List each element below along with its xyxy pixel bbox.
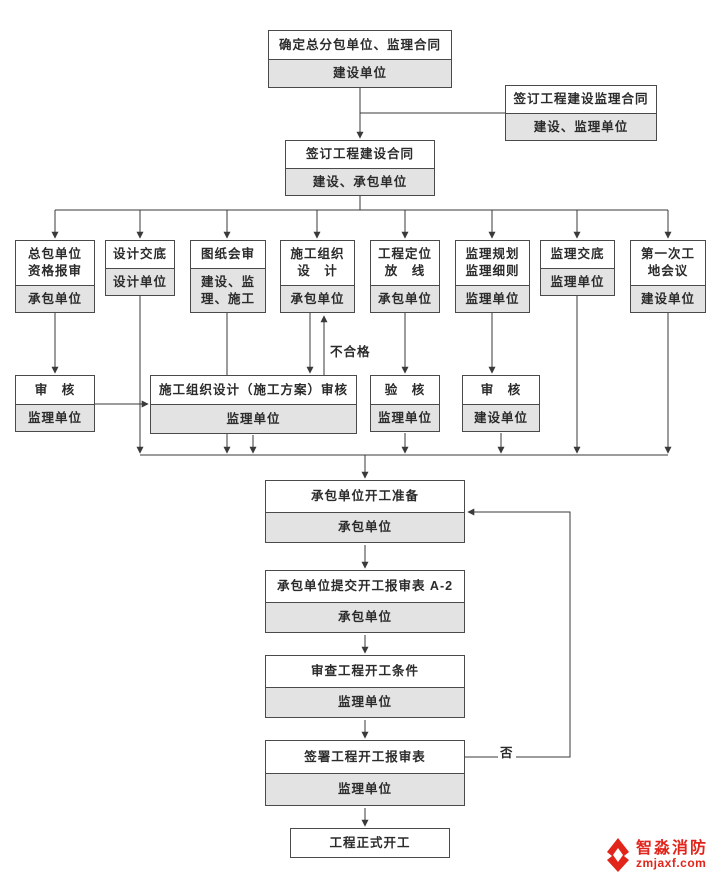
node-title: 第一次工 地会议 [640, 247, 695, 278]
node-unit: 监理单位 [16, 404, 94, 431]
node-review-left: 审 核 监理单位 [15, 375, 95, 432]
node-unit: 监理单位 [456, 285, 529, 312]
node-title: 审查工程开工条件 [310, 664, 419, 679]
node-title: 审 核 [34, 382, 76, 397]
node-unit: 承包单位 [371, 285, 439, 312]
node-first-site-meeting: 第一次工 地会议 建设单位 [630, 240, 706, 313]
node-unit: 承包单位 [16, 285, 94, 312]
node-supervision-plan: 监理规划 监理细则 监理单位 [455, 240, 530, 313]
node-title: 承包单位提交开工报审表 A-2 [276, 579, 454, 594]
node-start-preparation: 承包单位开工准备 承包单位 [265, 480, 465, 543]
node-unit: 建设单位 [269, 59, 451, 87]
node-unit: 建设、监理单位 [506, 113, 656, 140]
node-unit: 监理单位 [541, 268, 614, 295]
node-title: 承包单位开工准备 [310, 489, 419, 504]
node-title: 签订工程建设监理合同 [513, 92, 649, 107]
node-determine-contract: 确定总分包单位、监理合同 建设单位 [268, 30, 452, 88]
node-title: 签订工程建设合同 [305, 147, 414, 162]
node-submit-start-form: 承包单位提交开工报审表 A-2 承包单位 [265, 570, 465, 633]
node-title: 施工组织 设 计 [290, 247, 345, 278]
node-unit: 设计单位 [106, 268, 174, 295]
node-verification: 验 核 监理单位 [370, 375, 440, 432]
node-unit: 监理单位 [371, 404, 439, 431]
node-positioning-setout: 工程定位 放 线 承包单位 [370, 240, 440, 313]
node-unit: 建设单位 [463, 404, 539, 431]
node-title: 图纸会审 [200, 247, 255, 262]
node-unit: 承包单位 [266, 602, 464, 632]
node-unit: 建设、监 理、施工 [191, 268, 265, 312]
node-drawing-review: 图纸会审 建设、监 理、施工 [190, 240, 266, 313]
node-title: 工程定位 放 线 [377, 247, 432, 278]
node-unit: 建设、承包单位 [286, 168, 434, 195]
node-title: 验 核 [384, 382, 426, 397]
node-title: 总包单位 资格报审 [27, 247, 82, 278]
node-supervision-disclosure: 监理交底 监理单位 [540, 240, 615, 296]
node-unit: 承包单位 [266, 512, 464, 542]
node-unit: 监理单位 [266, 687, 464, 717]
node-design-disclosure: 设计交底 设计单位 [105, 240, 175, 296]
node-title: 签署工程开工报审表 [304, 749, 426, 764]
site-logo: 智淼消防 zmjaxf.com [605, 838, 708, 872]
logo-site: zmjaxf.com [635, 856, 707, 871]
node-title: 监理规划 监理细则 [465, 247, 520, 278]
node-unit: 监理单位 [266, 773, 464, 805]
node-construction-org-design: 施工组织 设 计 承包单位 [280, 240, 355, 313]
node-title: 施工组织设计（施工方案）审核 [158, 382, 348, 397]
node-official-start: 工程正式开工 [290, 828, 450, 858]
node-title: 工程正式开工 [329, 835, 411, 850]
node-title: 设计交底 [112, 247, 167, 262]
node-org-design-review: 施工组织设计（施工方案）审核 监理单位 [150, 375, 357, 434]
node-qualification-report: 总包单位 资格报审 承包单位 [15, 240, 95, 313]
node-unit: 监理单位 [151, 404, 356, 433]
node-sign-start-form: 签署工程开工报审表 监理单位 [265, 740, 465, 806]
node-title: 审 核 [480, 382, 522, 397]
node-title: 确定总分包单位、监理合同 [278, 37, 441, 52]
label-unqualified: 不合格 [328, 341, 373, 360]
node-unit: 建设单位 [631, 285, 705, 312]
node-sign-supervision-contract: 签订工程建设监理合同 建设、监理单位 [505, 85, 657, 141]
node-unit: 承包单位 [281, 285, 354, 312]
label-no: 否 [498, 742, 516, 761]
logo-name: 智淼消防 [635, 839, 708, 857]
node-check-start-conditions: 审查工程开工条件 监理单位 [265, 655, 465, 718]
node-sign-construction-contract: 签订工程建设合同 建设、承包单位 [285, 140, 435, 196]
flame-icon [605, 838, 631, 872]
node-review-right: 审 核 建设单位 [462, 375, 540, 432]
node-title: 监理交底 [550, 247, 605, 262]
